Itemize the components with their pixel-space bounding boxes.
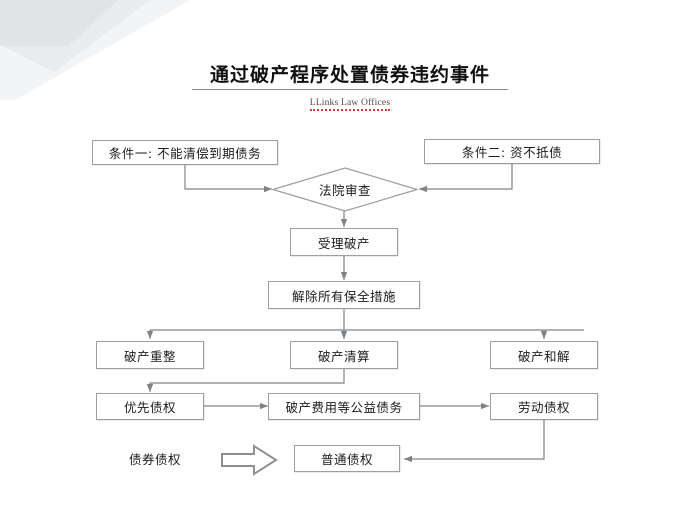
subtitle-firm-name: LLinks Law Offices (0, 98, 700, 111)
node-labor-claim[interactable]: 劳动债权 (490, 393, 598, 420)
node-reorganization[interactable]: 破产重整 (96, 341, 204, 369)
node-bond-claim-label: 债券债权 (128, 452, 181, 467)
node-priority-claim-label: 优先债权 (123, 400, 176, 415)
decorative-ribbon-dark (0, 0, 118, 46)
node-ordinary-claim[interactable]: 普通债权 (294, 445, 400, 472)
node-settlement-label: 破产和解 (517, 348, 570, 364)
node-settlement[interactable]: 破产和解 (490, 341, 598, 369)
node-labor-claim-label: 劳动债权 (517, 400, 570, 415)
node-court-review-label: 法院审查 (318, 183, 371, 198)
page-title: 通过破产程序处置债券违约事件 (209, 64, 490, 86)
node-release-preservation-label: 解除所有保全措施 (291, 288, 396, 304)
node-condition-1[interactable]: 条件一: 不能清偿到期债务 (92, 140, 278, 165)
node-accept-bankruptcy-label: 受理破产 (317, 235, 370, 251)
node-condition-2-label: 条件二: 资不抵债 (461, 145, 563, 160)
node-public-debt[interactable]: 破产费用等公益债务 (268, 393, 420, 420)
node-ordinary-claim-label: 普通债权 (320, 452, 373, 467)
title-underline-rule (192, 89, 508, 90)
subtitle-text: LLinks Law Offices (309, 98, 391, 111)
node-liquidation-label: 破产清算 (317, 348, 370, 364)
node-release-preservation[interactable]: 解除所有保全措施 (268, 281, 420, 309)
node-priority-claim[interactable]: 优先债权 (96, 393, 204, 420)
node-condition-2[interactable]: 条件二: 资不抵债 (424, 139, 600, 164)
node-court-review[interactable]: 法院审查 (272, 167, 418, 212)
node-public-debt-label: 破产费用等公益债务 (285, 400, 403, 415)
node-reorganization-label: 破产重整 (123, 348, 176, 364)
node-liquidation[interactable]: 破产清算 (290, 341, 398, 369)
node-condition-1-label: 条件一: 不能清偿到期债务 (108, 146, 262, 161)
node-accept-bankruptcy[interactable]: 受理破产 (290, 228, 398, 256)
node-bond-claim: 债券债权 (110, 445, 200, 472)
block-arrow-right-icon (221, 444, 278, 476)
diamond-shape-icon (272, 167, 418, 212)
